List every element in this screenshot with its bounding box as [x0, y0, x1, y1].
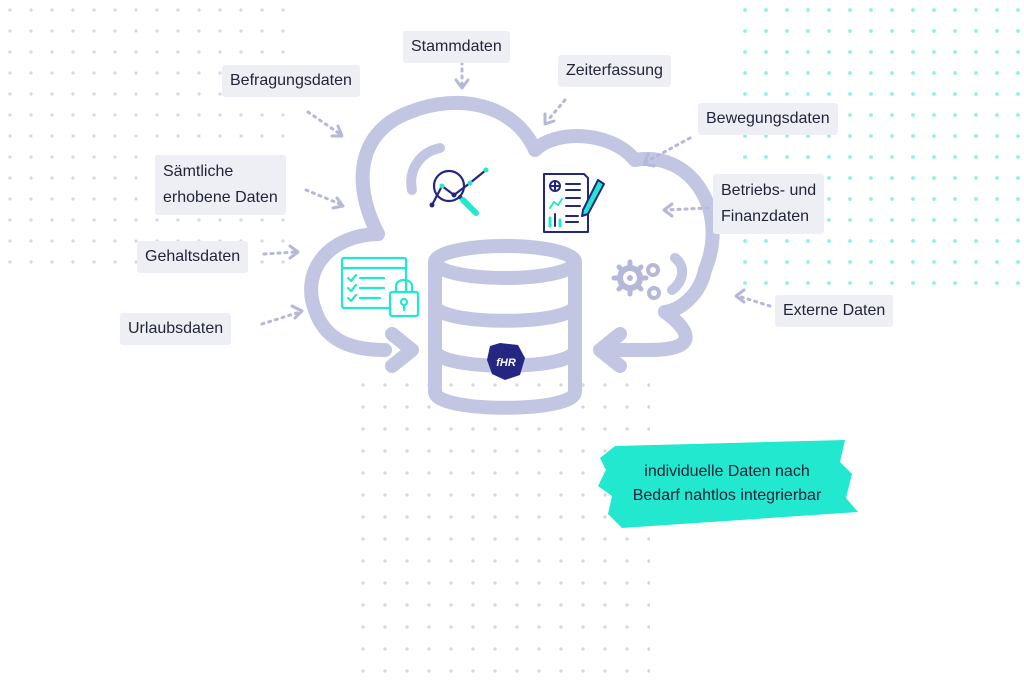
highlight-banner: [598, 440, 858, 528]
left-arrowhead: [385, 327, 419, 373]
label-gehaltsdaten: Gehaltsdaten: [137, 241, 249, 273]
label-betriebs-und-finanzdaten: Betriebs- und Finanzdaten: [713, 174, 825, 234]
banner-text: individuelle Daten nach Bedarf nahtlos i…: [612, 460, 842, 508]
label-stammdaten: Stammdaten: [403, 31, 510, 63]
database-icon: [428, 239, 582, 415]
right-arrowhead: [593, 327, 627, 373]
label-bewegungsdaten: Bewegungsdaten: [698, 103, 838, 135]
inner-arc-left: [406, 143, 445, 195]
inner-arc-right: [667, 253, 688, 295]
banner-line-1: individuelle Daten nach: [644, 463, 810, 480]
connector-arrows: [260, 60, 772, 326]
label-externe-daten: Externe Daten: [775, 295, 894, 327]
fhr-logo: fHR: [487, 343, 525, 380]
label-befragungsdaten: Befragungsdaten: [222, 65, 360, 97]
label-saemtliche-erhobene-daten: Sämtliche erhobene Daten: [155, 155, 286, 215]
connector-arrowheads: [288, 78, 746, 320]
fhr-logo-text: fHR: [496, 357, 516, 369]
report-document-icon: [543, 173, 605, 233]
label-urlaubsdaten: Urlaubsdaten: [120, 313, 232, 345]
checklist-lock-icon: [340, 256, 420, 318]
banner-line-2: Bedarf nahtlos integrierbar: [632, 487, 822, 504]
gears-icon: [611, 259, 661, 300]
cloud-outline: [304, 95, 720, 357]
label-zeiterfassung: Zeiterfassung: [558, 55, 671, 87]
magnifier-chart-icon: [429, 167, 489, 216]
